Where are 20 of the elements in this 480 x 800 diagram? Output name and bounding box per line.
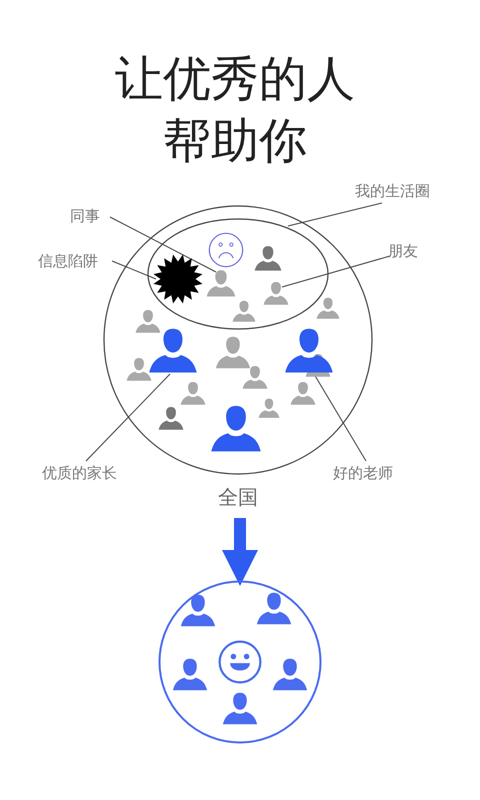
leader-line bbox=[314, 374, 366, 462]
arrow bbox=[222, 518, 258, 586]
leader-line bbox=[282, 256, 390, 288]
person-icon bbox=[206, 268, 236, 298]
callout-label: 好的老师 bbox=[333, 462, 409, 484]
callout-label: 优质的家长 bbox=[42, 462, 134, 484]
ellipse-outline bbox=[147, 218, 329, 330]
title: 让优秀的人帮助你 bbox=[114, 50, 356, 171]
leader-line bbox=[112, 260, 156, 280]
callout-label: 信息陷阱 bbox=[38, 250, 112, 272]
leader-line bbox=[110, 216, 216, 272]
circle-caption: 全国 bbox=[217, 484, 259, 511]
leader-line bbox=[86, 374, 170, 462]
callout-label: 我的生活圈 bbox=[355, 180, 447, 202]
person-icon bbox=[263, 280, 289, 306]
callout-label: 朋友 bbox=[388, 240, 422, 262]
callout-label: 同事 bbox=[70, 205, 110, 227]
circle-outline bbox=[158, 580, 322, 744]
starburst bbox=[153, 254, 203, 304]
leader-line bbox=[288, 202, 382, 226]
